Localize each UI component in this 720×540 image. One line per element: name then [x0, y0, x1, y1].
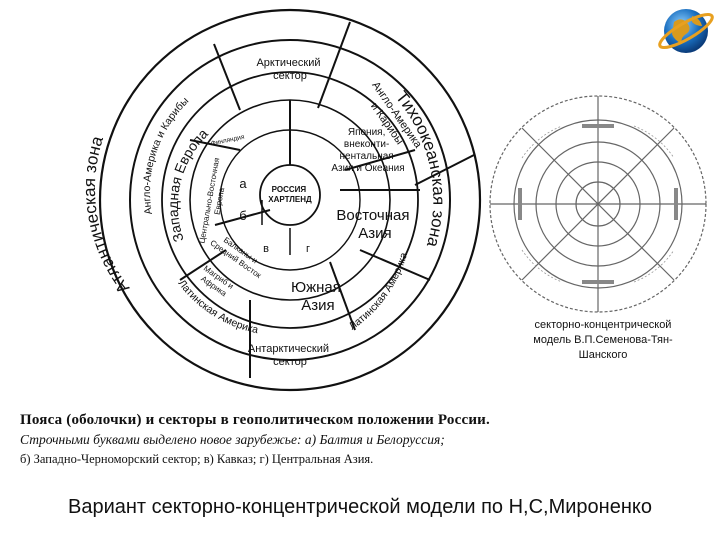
- arctic-sector-label: Арктический сектор: [256, 57, 323, 82]
- small-diagram-caption: секторно-концентрической модель В.П.Семе…: [533, 319, 673, 361]
- slide-title: Вариант секторно-концентрической модели …: [68, 496, 652, 518]
- letter-v: в: [263, 243, 269, 255]
- antarctic-sector-label: Антарктический сектор: [248, 343, 332, 368]
- south-asia-label: Южная Азия: [291, 279, 345, 314]
- outer-ring: [98, 8, 482, 392]
- semenov-model-diagram: [489, 95, 707, 313]
- caption-line-3: б) Западно-Черноморский сектор; в) Кавка…: [20, 452, 374, 466]
- central-east-europe-label: Центрально-Восточная Европа: [197, 155, 231, 246]
- letter-a: а: [239, 176, 247, 191]
- east-asia-label: Восточная Азия: [336, 207, 413, 242]
- ring-2: [129, 39, 451, 361]
- maghreb-label: Магриб и Африка: [196, 264, 237, 301]
- caption-line-1: Пояса (оболочки) и секторы в геополитиче…: [20, 412, 490, 428]
- letter-g: г: [306, 243, 310, 255]
- letter-b: б: [239, 208, 246, 223]
- main-diagram: Атлантическая зона Тихоокеанская зона Ан…: [80, 8, 482, 392]
- japan-sector-label: Япония, внеконти- нентальная Азия и Океа…: [331, 127, 404, 174]
- caption-line-2: Строчными буквами выделено новое зарубеж…: [20, 432, 445, 447]
- ring-3: [161, 71, 419, 329]
- globe-logo-icon: [658, 9, 714, 53]
- atlantic-zone-label: Атлантическая зона: [80, 133, 133, 297]
- finland-label: Финляндия: [210, 133, 245, 147]
- russia-heartland-label: РОССИЯ ХАРТЛЕНД: [268, 185, 312, 204]
